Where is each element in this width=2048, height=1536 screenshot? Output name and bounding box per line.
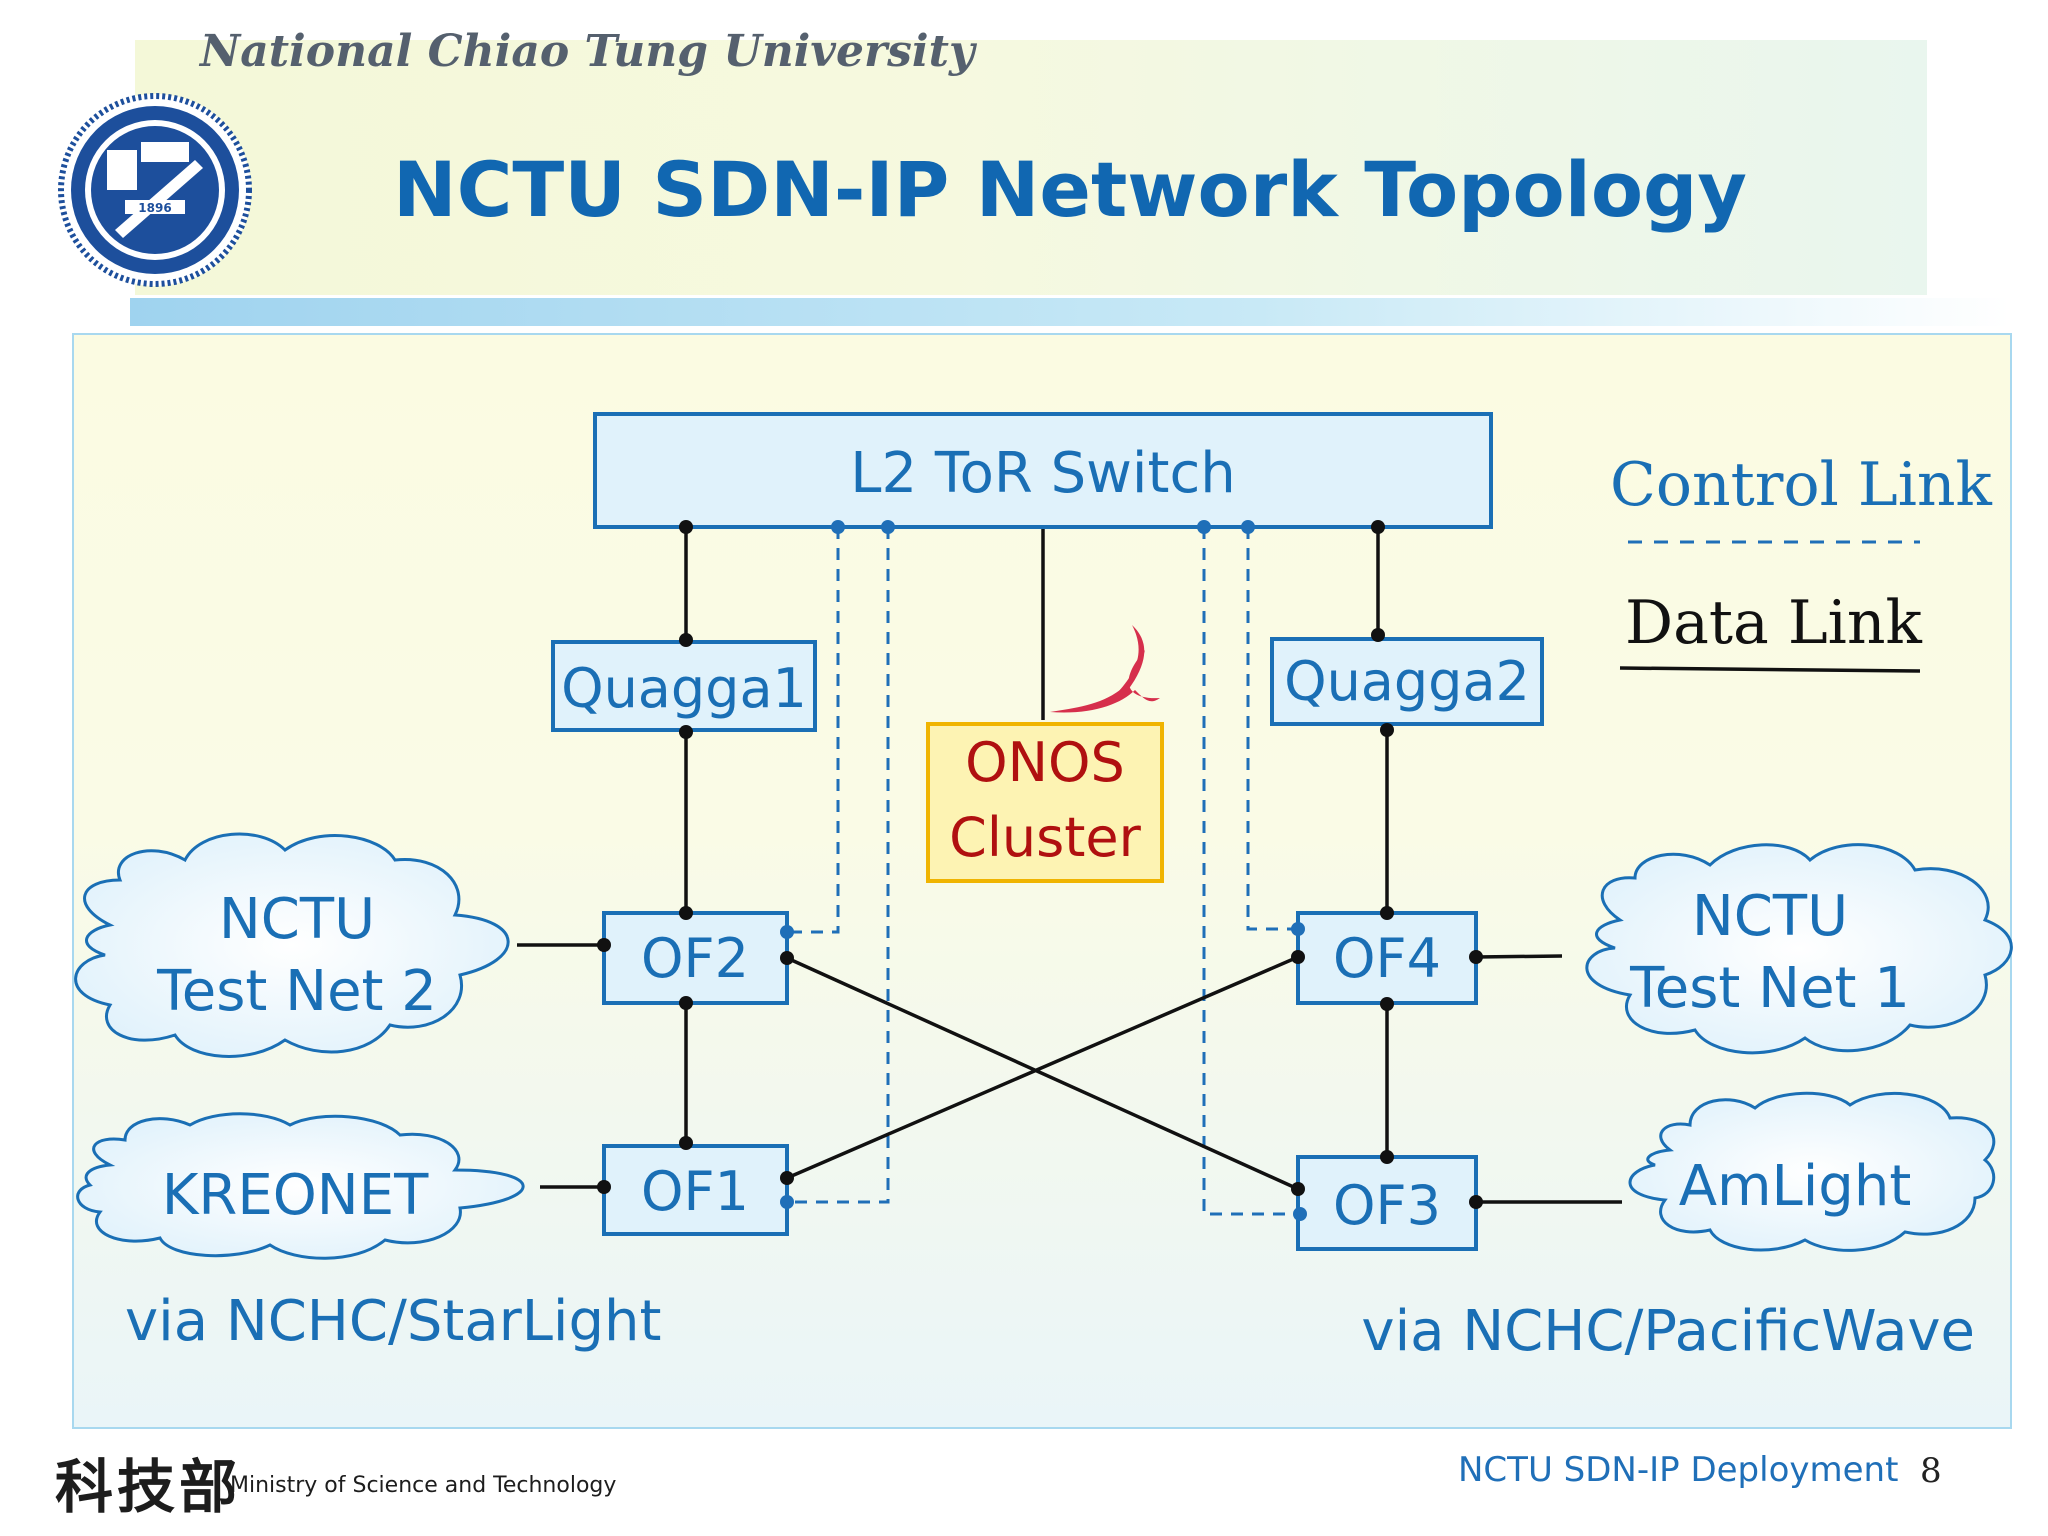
cloud-test-net-2-line1: NCTU (219, 887, 375, 952)
control-link-of1 (787, 527, 890, 1204)
l2-tor-switch: L2 ToR Switch (593, 412, 1493, 529)
via-left-label: via NCHC/StarLight (125, 1289, 661, 1354)
cloud-test-net-1-line1: NCTU (1692, 884, 1848, 949)
of3-node: OF3 (1296, 1155, 1478, 1251)
via-right-label: via NCHC/PacificWave (1361, 1299, 1975, 1364)
switch-label: L2 ToR Switch (850, 441, 1235, 506)
quagga2-label: Quagga2 (1284, 650, 1530, 713)
data-link-endpoints (597, 520, 1483, 1209)
onos-bird-wing-icon (1118, 625, 1145, 692)
seal-year: 1896 (138, 201, 171, 215)
quagga1-label: Quagga1 (561, 657, 807, 720)
onos-line1: ONOS (965, 731, 1125, 794)
legend-data-line (1619, 666, 1921, 673)
university-seal-logo: 1896 (58, 93, 252, 287)
control-link-of4 (1246, 527, 1298, 931)
university-name: National Chiao Tung University (200, 26, 975, 77)
of4-label: OF4 (1333, 927, 1441, 990)
onos-cluster-node: ONOS Cluster (926, 722, 1164, 883)
data-links (517, 527, 1622, 1204)
ministry-logo-text: 科技部 (55, 1453, 242, 1521)
of3-label: OF3 (1333, 1174, 1441, 1237)
of1-label: OF1 (641, 1160, 749, 1223)
legend-control-label: Control Link (1610, 450, 1993, 520)
quagga2-node: Quagga2 (1270, 637, 1544, 726)
of1-node: OF1 (602, 1144, 789, 1236)
quagga1-node: Quagga1 (551, 640, 817, 732)
footer-deployment: NCTU SDN-IP Deployment (1458, 1450, 1899, 1490)
legend-data-label: Data Link (1625, 588, 1923, 658)
cloud-test-net-2-line2: Test Net 2 (156, 959, 437, 1024)
slide-title: NCTU SDN-IP Network Topology (393, 145, 1747, 234)
onos-bird-icon (1050, 650, 1160, 713)
of2-label: OF2 (641, 927, 749, 990)
cloud-kreonet: KREONET (76, 1112, 525, 1260)
header-underline (130, 298, 2010, 326)
cloud-kreonet-label: KREONET (162, 1163, 429, 1228)
link-of2-of3 (786, 956, 1299, 1191)
ministry-name: Ministry of Science and Technology (230, 1473, 617, 1498)
control-link-endpoints (780, 520, 1307, 1221)
cloud-test-net-1-line2: Test Net 1 (1629, 956, 1910, 1021)
onos-line2: Cluster (949, 806, 1141, 869)
header-band (135, 40, 1927, 295)
control-link-of2 (787, 527, 840, 934)
cloud-amlight: AmLight (1628, 1091, 1996, 1252)
legend: Control Link Data Link (1610, 450, 1993, 673)
link-of1-of4 (786, 955, 1299, 1180)
page-number: 8 (1920, 1451, 1942, 1491)
cloud-amlight-label: AmLight (1679, 1154, 1912, 1219)
of2-node: OF2 (602, 911, 789, 1005)
cloud-test-net-2: NCTU Test Net 2 (74, 832, 510, 1058)
control-links (787, 527, 1300, 1216)
link-of4-testnet1 (1475, 954, 1563, 959)
of4-node: OF4 (1296, 911, 1478, 1005)
control-link-of3 (1202, 527, 1300, 1216)
cloud-test-net-1: NCTU Test Net 1 (1585, 843, 2013, 1055)
